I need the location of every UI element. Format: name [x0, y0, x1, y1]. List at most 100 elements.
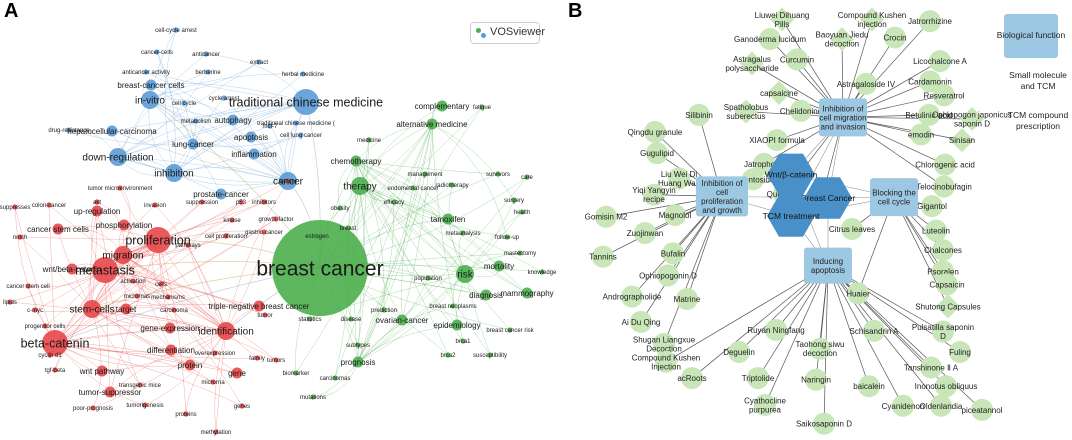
network-link: [187, 244, 227, 332]
node-family-red: [254, 355, 260, 361]
network-link: [122, 235, 227, 256]
network-link: [431, 123, 464, 342]
herb-label-chlorogenic-acid: Chlorogenic acid: [915, 161, 975, 170]
label-colon-cancer-red: colon-cancer: [32, 203, 66, 209]
node-gene-red: [231, 367, 243, 379]
label-metabolism-blue: metabolism: [181, 119, 212, 125]
node-proteins-red: [183, 411, 189, 417]
herb-label-magnolol: Magnolol: [659, 211, 692, 220]
herb-label-tannins: Tannins: [589, 253, 617, 262]
herb-circle-schisandrin-a: [863, 319, 885, 342]
herb-label-emodin: emodin: [908, 130, 934, 139]
label-breast-neoplasms-green: breast neoplasms: [429, 304, 476, 310]
network-nodes: [7, 27, 545, 435]
label-ovarian-cancer-green: ovarian-cancer: [376, 316, 429, 325]
network-link: [355, 160, 385, 311]
node-brca1-green: [460, 338, 466, 344]
network-link: [122, 254, 258, 359]
herb-label-compound-kushen-injection: Compound Kushen: [632, 353, 701, 362]
legend-biological-function-label: Biological function: [997, 30, 1066, 40]
node-traditional-chinese-medicine-blue: [293, 89, 319, 115]
network-link: [92, 330, 227, 409]
herb-diamond-capsaicine: [767, 80, 791, 105]
label-suppression-red: suppression: [186, 200, 218, 206]
node-beta-catenin-red: [42, 330, 68, 356]
label-identification-red: identification: [198, 327, 254, 338]
node-stem-cells-red: [83, 300, 101, 318]
herb-label-liuwei-dihuang-pills: Pills: [775, 20, 790, 29]
node-in-vitro-blue: [141, 91, 159, 109]
network-link: [101, 330, 227, 372]
node-extract-blue: [256, 59, 262, 65]
network-link: [117, 71, 209, 158]
node-diagnosis-green: [480, 289, 492, 301]
herb-circle-shugan-liangxue-decoction: [653, 332, 675, 355]
network-link: [117, 156, 289, 182]
label-phosphorylation-red: phosphorylation: [96, 221, 152, 230]
network-link: [122, 230, 265, 256]
label-microrna-red: microrna: [201, 380, 225, 386]
label-p53-red: p53: [236, 200, 247, 206]
herb-circle-andrographolide: [621, 285, 643, 308]
mechanism-label-inhibition-of-cell-migration-and-invasion: Inhibition of: [823, 104, 865, 113]
label-tumor-red: tumor: [257, 313, 272, 319]
herb-label-inonotus-obliquus: Inonotus obliquus: [915, 382, 978, 391]
network-link: [19, 236, 93, 310]
label-breast-cancer-green: breast cancer: [256, 257, 383, 280]
herb-label-compound-kushen-injection: Injection: [651, 362, 681, 371]
network-link: [91, 201, 203, 310]
label-efficacy-green: efficacy: [384, 200, 404, 206]
node-lung-cancer-blue: [187, 138, 199, 150]
label-diagnosis-green: diagnosis: [469, 291, 503, 300]
node-endometrial-cancer-green: [410, 185, 416, 191]
network-link: [173, 101, 307, 174]
herb-label-psoralen: Psoralen: [927, 267, 959, 276]
node-cancer-cells-blue: [154, 49, 160, 55]
node-breast-cancer-green: [272, 220, 368, 316]
node-tumorigenesis-red: [142, 402, 148, 408]
herb-diamond-spatholobus-suberectus: [734, 99, 758, 124]
node-mcf-7-blue: [267, 123, 273, 129]
herb-circle-acroots: [681, 367, 703, 390]
network-link: [355, 160, 528, 294]
herb-label-gugulipid: Gugulipid: [640, 149, 674, 158]
herb-label-resveratrol: Resveratrol: [924, 91, 965, 100]
mechanism-label-inhibition-of-cell-migration-and-invasion: cell migration: [819, 113, 866, 122]
network-link: [401, 123, 433, 321]
node-progenitor-cells-red: [42, 323, 48, 329]
label-akt-red: akt: [93, 200, 101, 206]
herb-label-yiqi-yangyin-recipe: recipe: [643, 195, 665, 204]
network-link: [355, 160, 466, 275]
node-cycle-arrest-blue: [221, 95, 227, 101]
network-link: [54, 201, 203, 344]
label-biomarker-green: biomarker: [283, 371, 310, 377]
network-link: [123, 224, 227, 332]
node-follow-up-green: [504, 234, 510, 240]
label-metastasis-red: metastasis: [75, 263, 135, 277]
network-link: [334, 123, 433, 379]
label-up-regulation-red: up-regulation: [74, 207, 121, 216]
label-mammography-green: mammography: [500, 289, 553, 298]
label-gene-expression-red: gene-expression: [140, 324, 199, 333]
herb-circle-chalcones: [932, 239, 954, 262]
node-population-green: [425, 275, 431, 281]
network-link: [214, 330, 227, 433]
network-link: [357, 305, 454, 363]
hexagon-label-tcm-treatment: TCM treatment: [763, 211, 820, 221]
network-link: [431, 123, 508, 238]
network-link: [355, 160, 499, 175]
herb-circle-silibinin: [688, 103, 710, 126]
herb-circle-gomisin-m2: [595, 205, 617, 228]
node-inhibition-blue: [165, 164, 183, 182]
herb-circle-tanshinone-a: [920, 356, 942, 379]
network-link: [149, 99, 234, 121]
network-link: [464, 199, 515, 275]
label-growth-factor-red: growth-factor: [258, 217, 293, 223]
node-therapy-green: [351, 177, 369, 195]
herb-label-andrographolide: Andrographolide: [603, 293, 662, 302]
node-subtypes-green: [355, 342, 361, 348]
network-link: [125, 307, 227, 332]
herb-link: [665, 265, 829, 363]
